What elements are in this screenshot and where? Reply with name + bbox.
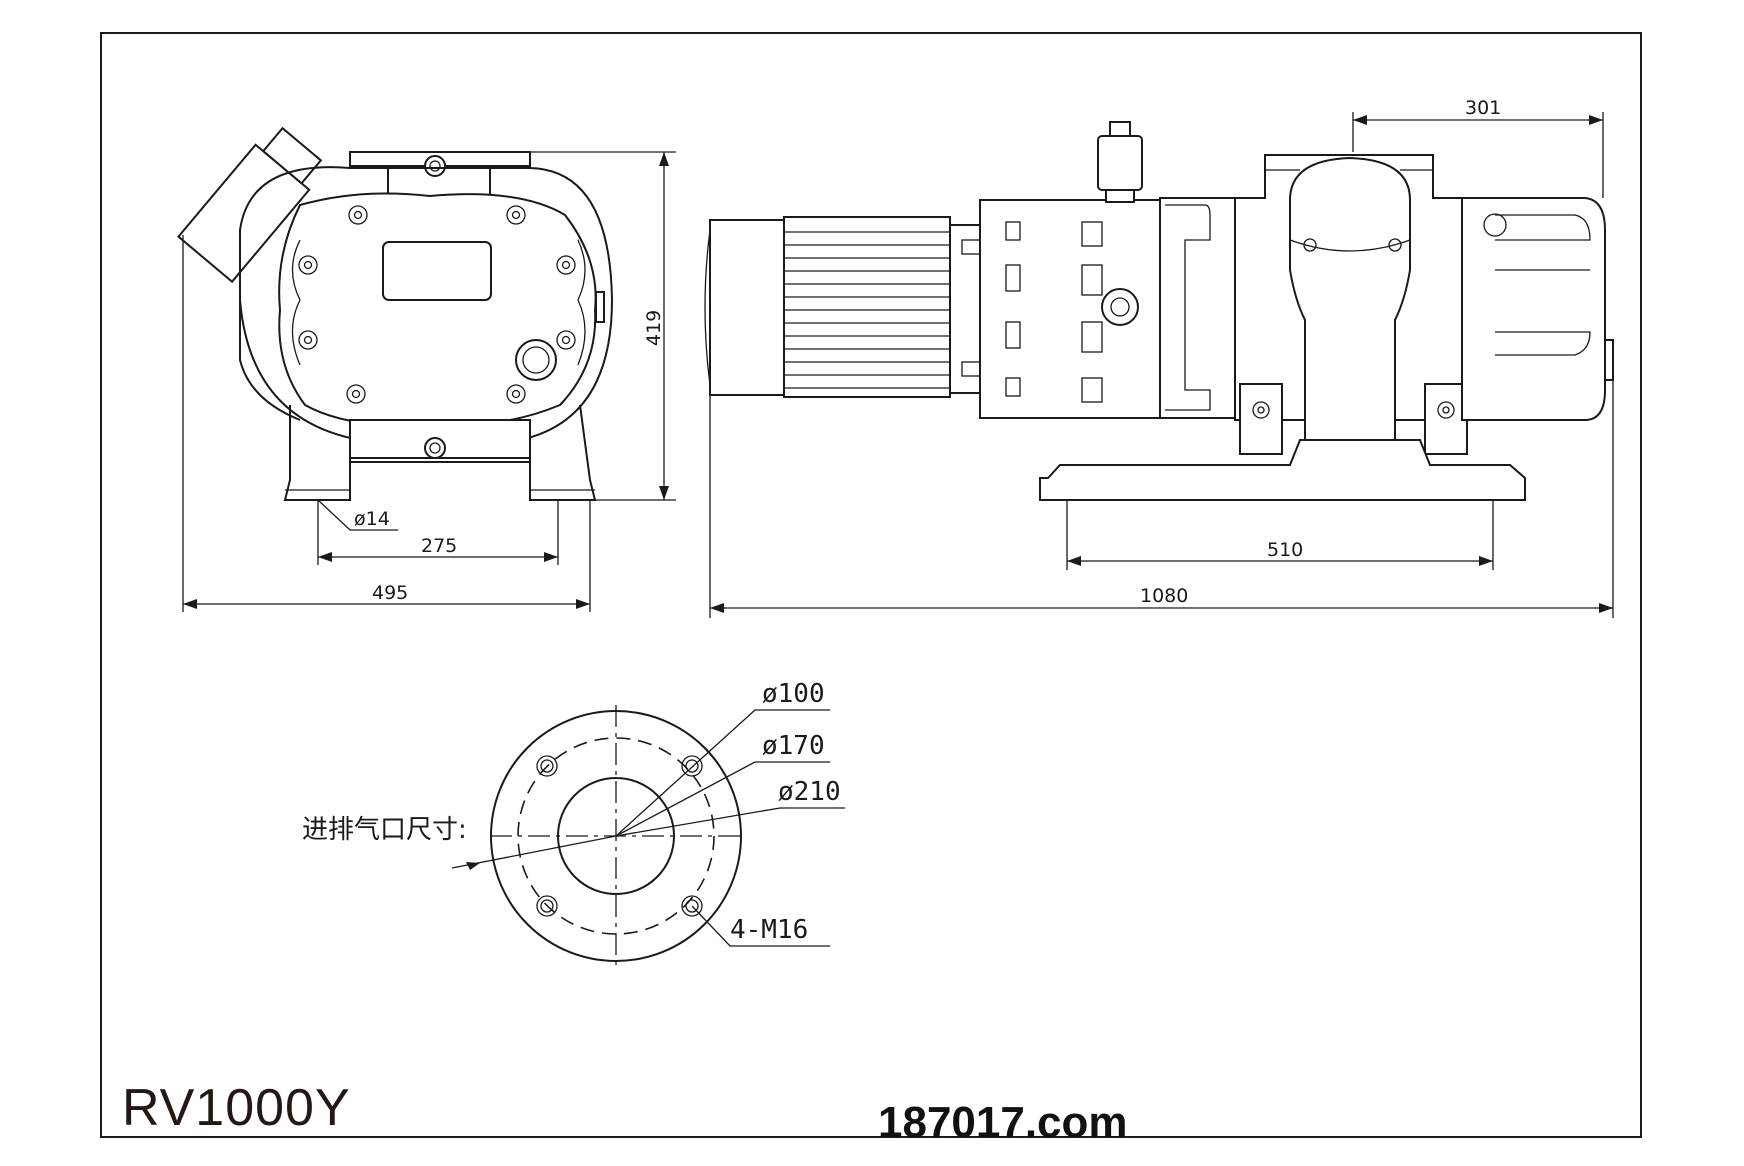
dim-side-length: 1080 [1140, 585, 1188, 607]
front-dimensions [182, 151, 676, 612]
dimension-labels: ø14 275 495 419 301 510 1080 ø100 ø170 ø… [302, 97, 1501, 945]
website-watermark: 187017.com [878, 1098, 1128, 1147]
port-size-label: 进排气口尺寸: [302, 815, 467, 845]
front-view [177, 126, 614, 501]
dim-front-hole-spacing: 275 [421, 535, 457, 557]
model-name: RV1000Y [122, 1079, 351, 1137]
dim-front-width: 495 [372, 582, 408, 604]
flange-d2: ø170 [762, 731, 825, 761]
flange-bolts: 4-M16 [730, 915, 808, 945]
flange-d3: ø210 [778, 777, 841, 807]
nameplate [382, 241, 492, 301]
dim-side-foot-spacing: 510 [1267, 539, 1303, 561]
side-dimensions [709, 112, 1614, 618]
dim-side-top-offset: 301 [1465, 97, 1501, 119]
drawing-frame [100, 32, 1642, 1138]
flange-view [451, 705, 845, 968]
flange-d1: ø100 [762, 679, 825, 709]
dim-front-hole-dia: ø14 [354, 508, 390, 530]
side-view [704, 121, 1614, 501]
dim-front-height: 419 [643, 310, 665, 346]
